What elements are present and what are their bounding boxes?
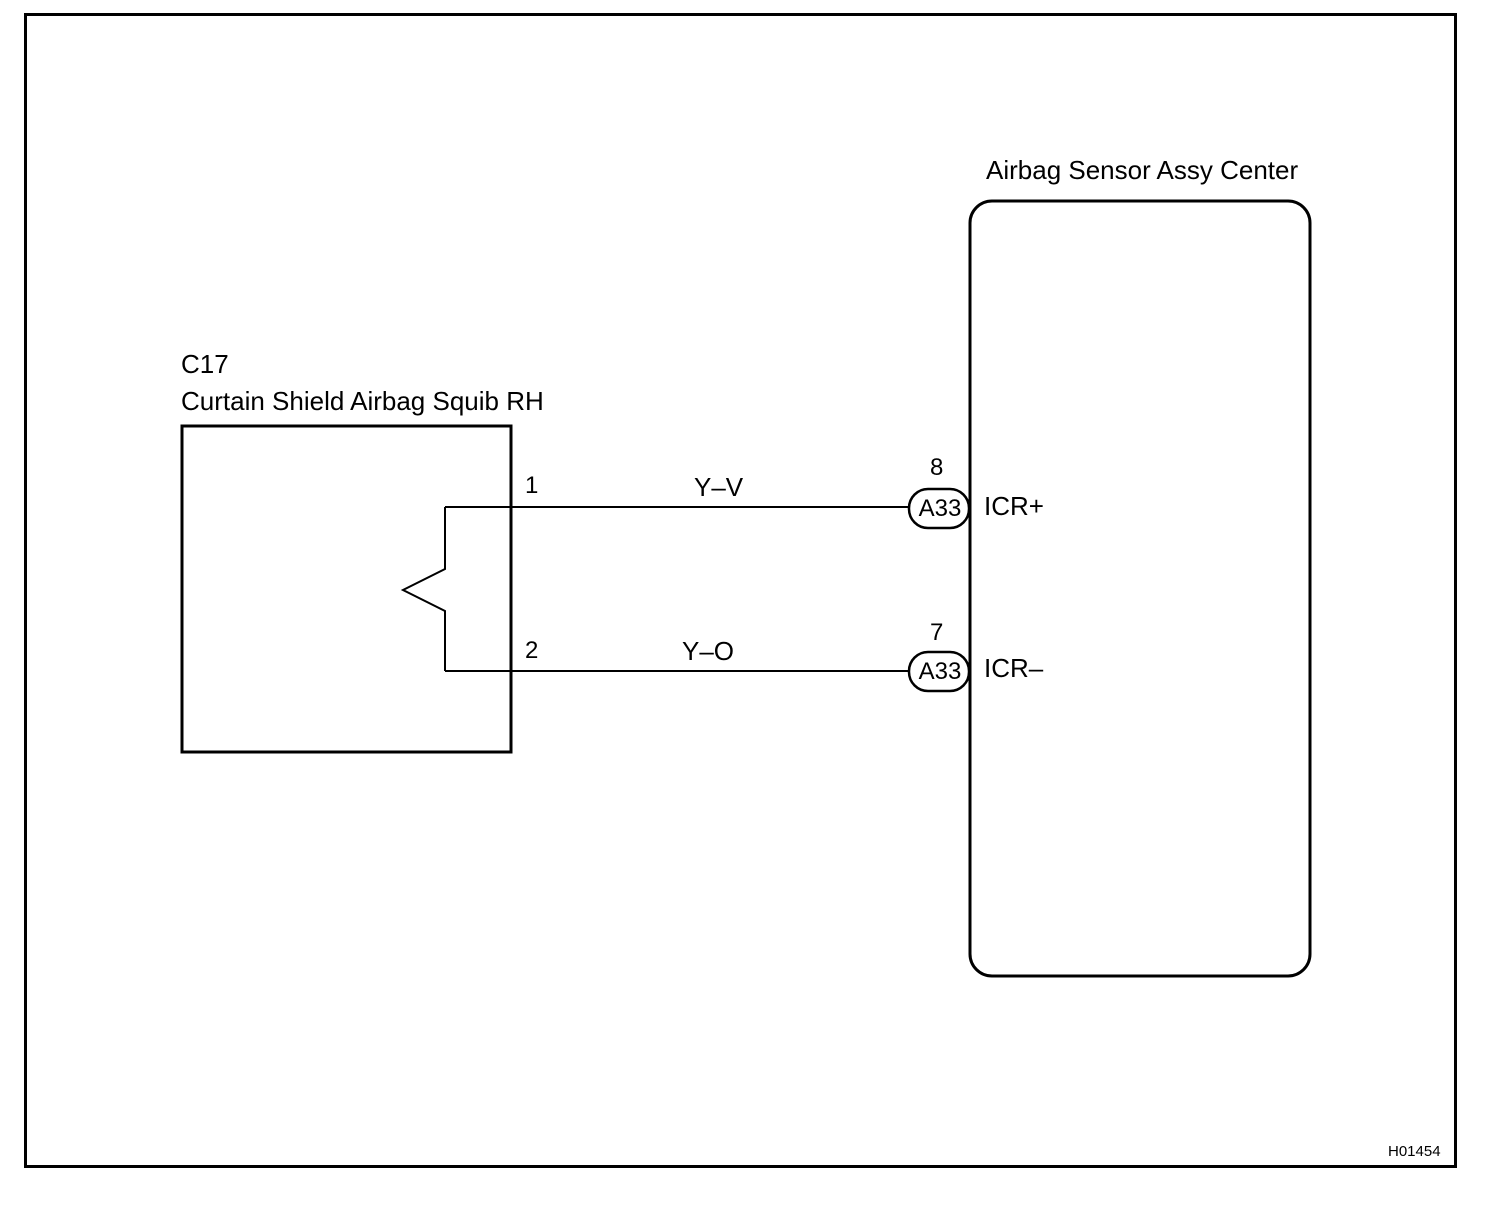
connector-pill-bottom: [907, 650, 971, 693]
sensor-name: Airbag Sensor Assy Center: [986, 155, 1299, 185]
squib-box: [180, 424, 513, 754]
squib-code: C17: [181, 349, 229, 379]
figure-code: H01454: [1388, 1143, 1441, 1160]
wire-color-top: Y–V: [694, 472, 744, 502]
wire-color-bottom: Y–O: [682, 636, 735, 666]
squib-name: Curtain Shield Airbag Squib RH: [181, 386, 544, 416]
terminal-icr-plus: ICR+: [984, 491, 1044, 521]
connector-pill-top: [907, 487, 971, 530]
connector-code-top: A33: [918, 495, 962, 522]
squib-pin-2: 2: [525, 637, 539, 664]
terminal-icr-minus: ICR–: [984, 653, 1044, 683]
diagram-frame: [24, 13, 1457, 1168]
connector-pin-bottom: 7: [930, 619, 944, 646]
connector-pin-top: 8: [930, 454, 944, 481]
connector-code-bottom: A33: [918, 658, 962, 685]
squib-symbol: [400, 507, 446, 671]
squib-pin-1: 1: [525, 472, 539, 499]
sensor-box: [968, 199, 1312, 978]
